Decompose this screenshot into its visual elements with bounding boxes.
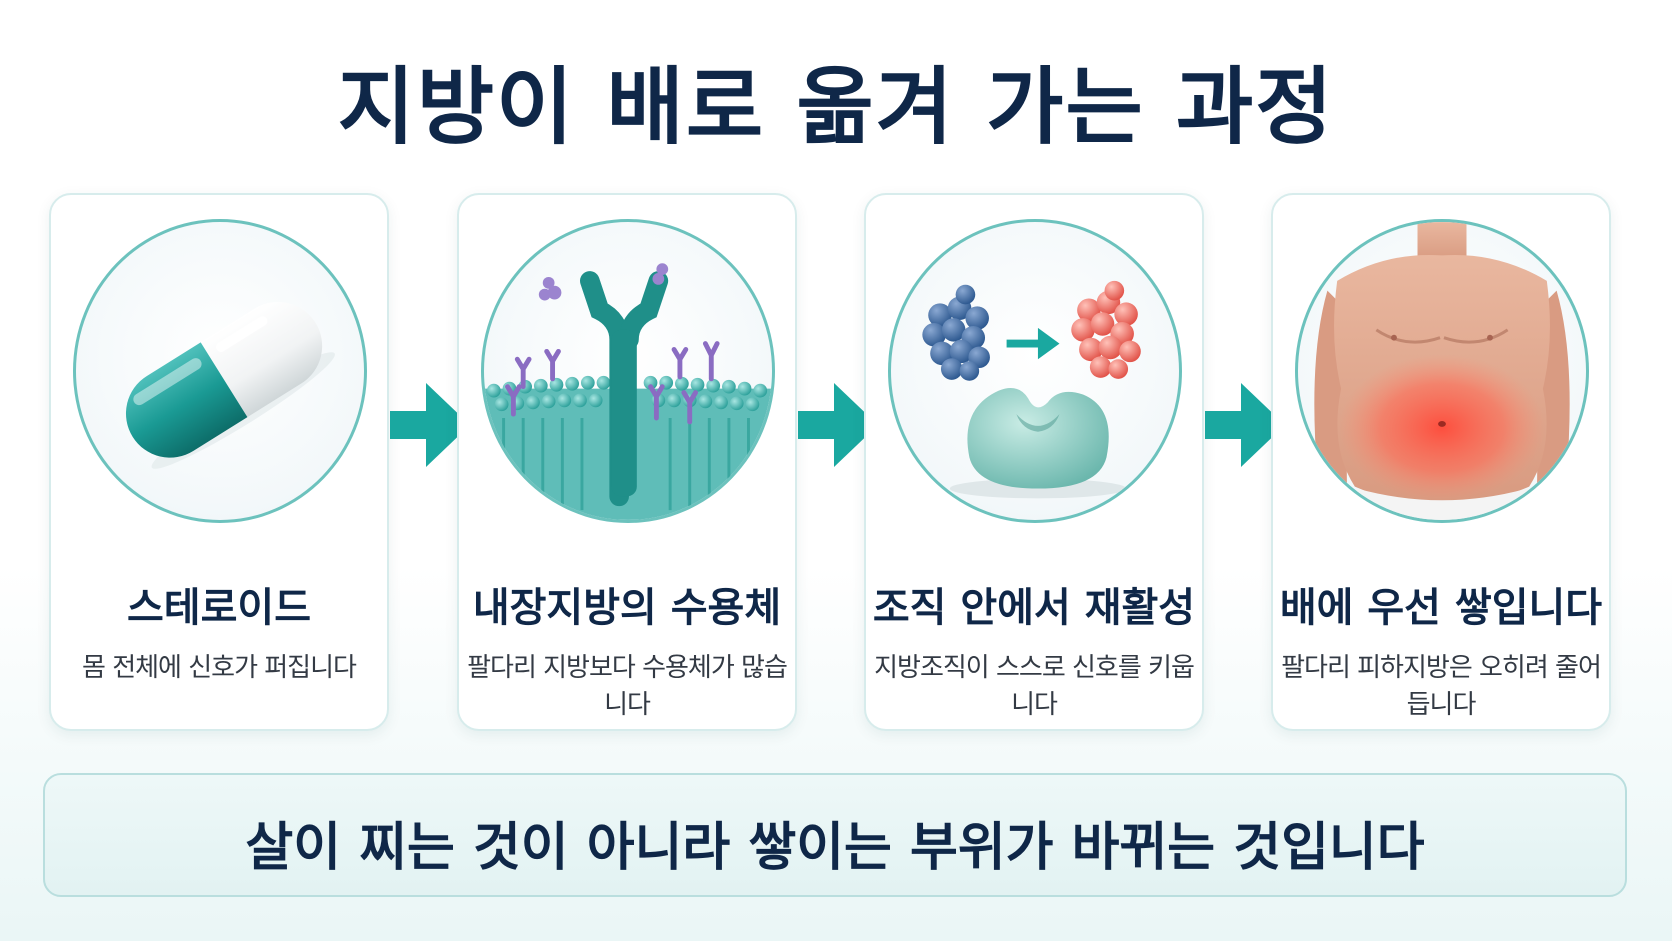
- step-description: 팔다리 지방보다 수용체가 많습니다: [467, 653, 788, 720]
- step-card-3: 조직 안에서 재활성 지방조직이 스스로 신호를 키웁니다: [864, 193, 1204, 731]
- step-title: 내장지방의 수용체: [472, 585, 782, 631]
- abdomen-torso-icon: [1295, 219, 1589, 523]
- capsule-icon: [73, 219, 367, 523]
- enzyme-activation-icon: [888, 219, 1182, 523]
- step-card-4: 배에 우선 쌓입니다 팔다리 피하지방은 오히려 줄어듭니다: [1271, 193, 1611, 731]
- step-description: 몸 전체에 신호가 퍼집니다: [82, 653, 357, 683]
- right-arrow-icon: [390, 383, 470, 467]
- right-arrow-icon: [1205, 383, 1285, 467]
- conclusion-text: 살이 찌는 것이 아니라 쌓이는 부위가 바뀌는 것입니다: [245, 818, 1425, 878]
- step-card-1: 스테로이드 몸 전체에 신호가 퍼집니다: [49, 193, 389, 731]
- step-description: 팔다리 피하지방은 오히려 줄어듭니다: [1281, 653, 1602, 720]
- step-title: 스테로이드: [127, 585, 311, 631]
- right-arrow-icon: [798, 383, 878, 467]
- page-title: 지방이 배로 옮겨 가는 과정: [337, 58, 1335, 156]
- receptor-membrane-icon: [481, 219, 775, 523]
- step-card-2: 내장지방의 수용체 팔다리 지방보다 수용체가 많습니다: [457, 193, 797, 731]
- step-title: 조직 안에서 재활성: [872, 585, 1196, 631]
- conclusion-banner: 살이 찌는 것이 아니라 쌓이는 부위가 바뀌는 것입니다: [43, 773, 1627, 897]
- step-description: 지방조직이 스스로 신호를 키웁니다: [874, 653, 1195, 720]
- step-title: 배에 우선 쌓입니다: [1279, 585, 1603, 631]
